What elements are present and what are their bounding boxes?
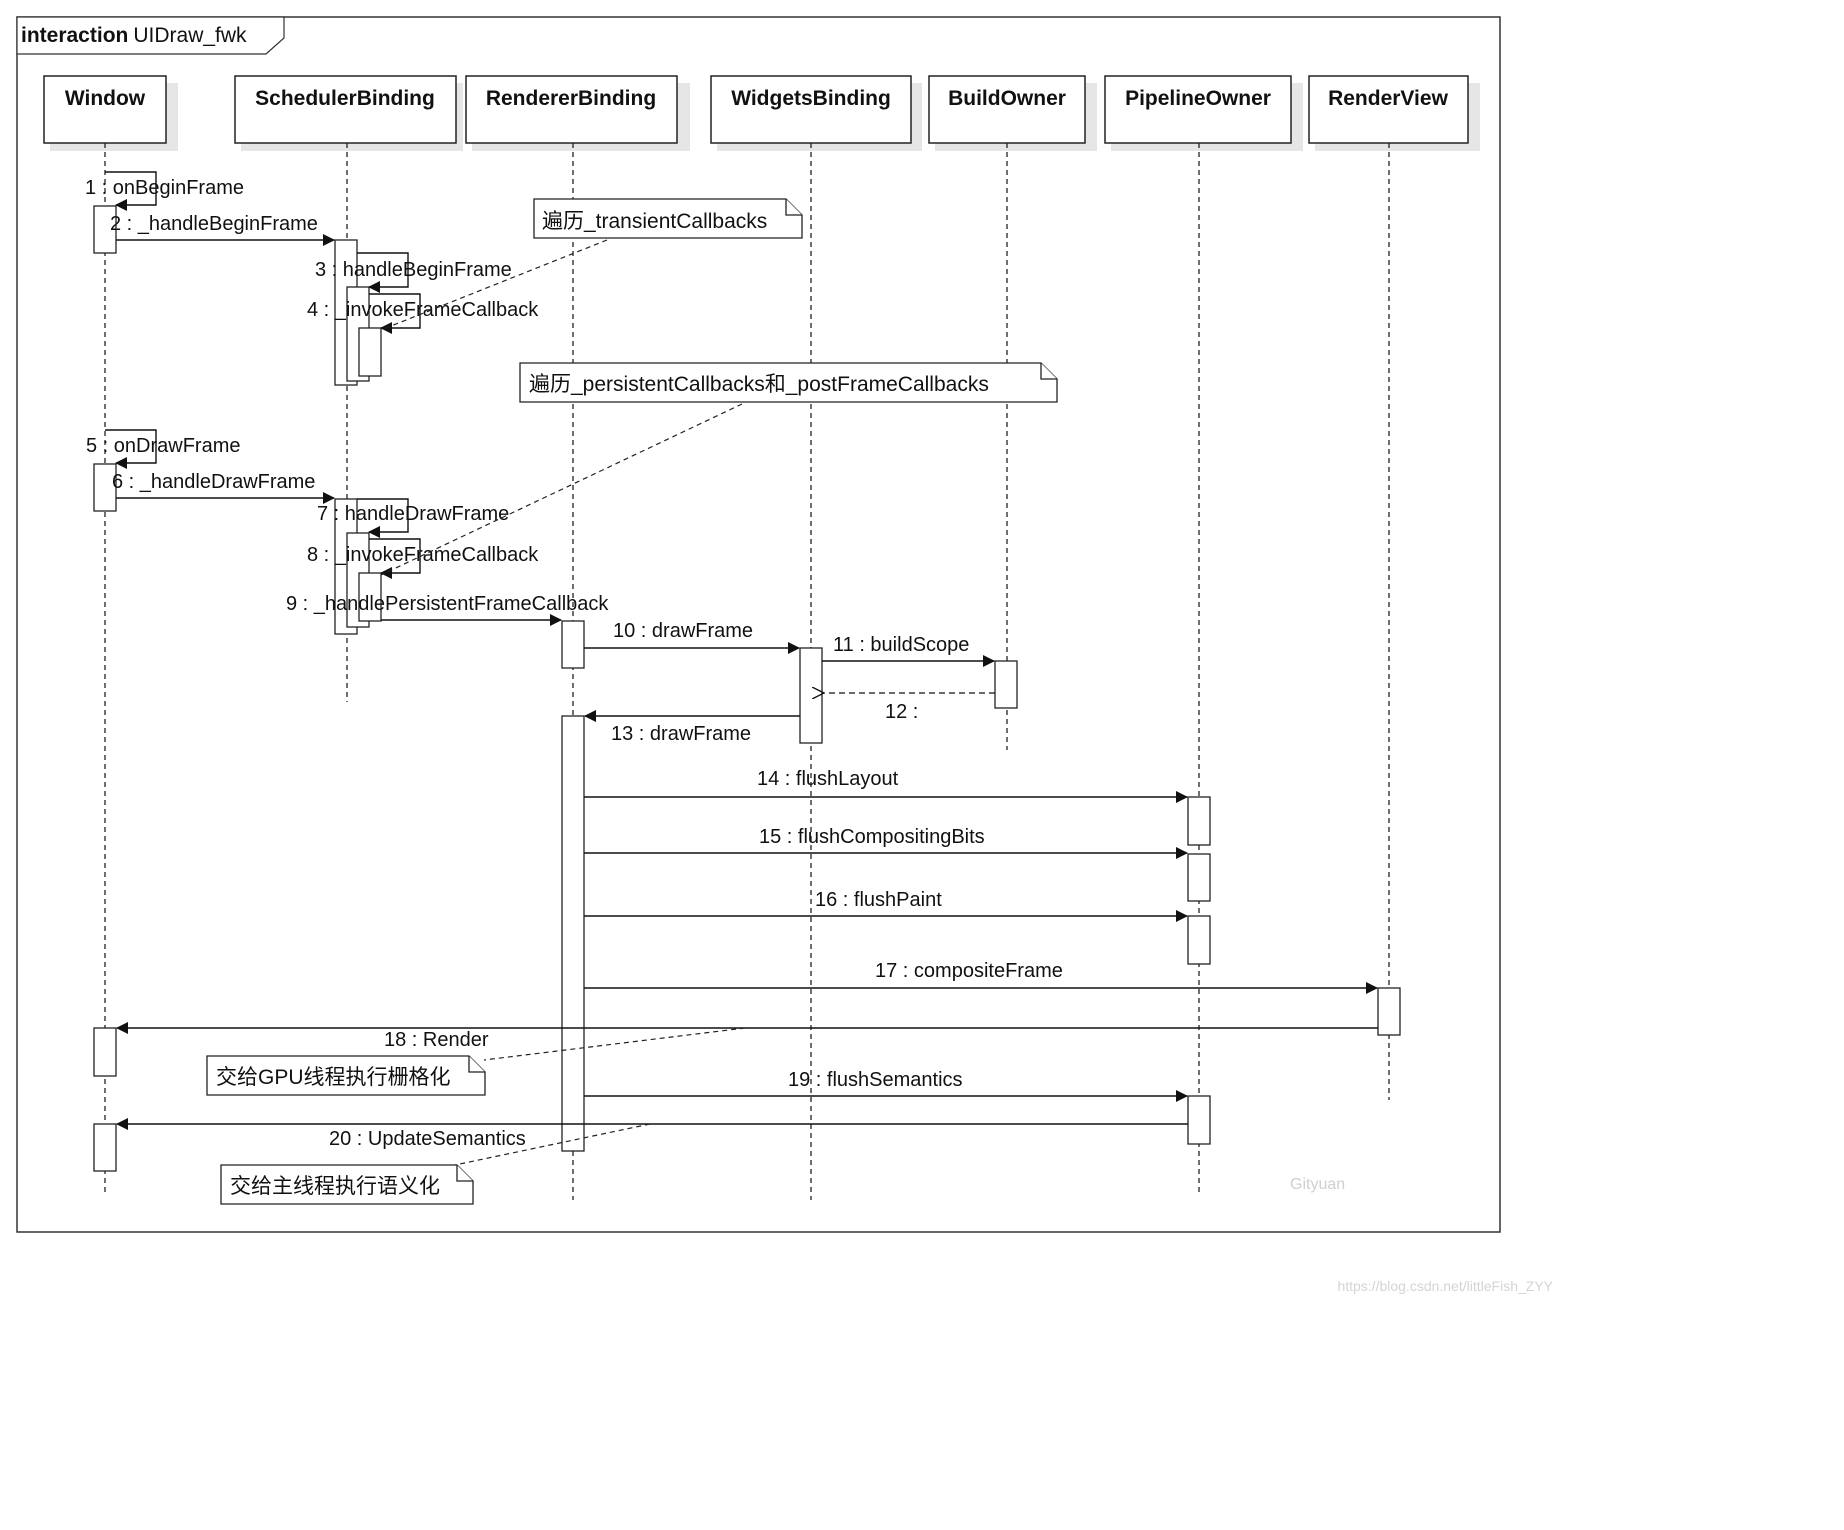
message-20[interactable]: 20 : UpdateSemantics [116, 1118, 1188, 1150]
lifeline-head-widgets-binding[interactable]: WidgetsBinding [710, 75, 922, 151]
activation-scheduler-2c [358, 572, 382, 622]
lifeline-name-renderer-binding: RendererBinding [486, 87, 656, 110]
activation-pipeline-4 [1187, 1095, 1211, 1145]
message-20-label: 20 : UpdateSemantics [329, 1128, 526, 1150]
note-main-semantics[interactable]: 交给主线程执行语义化 [220, 1164, 474, 1205]
frame-keyword: interaction [21, 24, 128, 47]
message-16-label: 16 : flushPaint [815, 889, 942, 911]
message-4[interactable]: 4 : _invokeFrameCallback [307, 293, 539, 334]
message-9[interactable]: 9 : _handlePersistentFrameCallback [286, 593, 609, 626]
message-14-label: 14 : flushLayout [757, 768, 899, 790]
message-3[interactable]: 3 : handleBeginFrame [315, 252, 512, 293]
message-10[interactable]: 10 : drawFrame [584, 620, 800, 654]
message-13[interactable]: 13 : drawFrame [584, 710, 800, 745]
message-16[interactable]: 16 : flushPaint [584, 889, 1188, 922]
message-2-label: 2 : _handleBeginFrame [110, 213, 318, 235]
message-12-label: 12 : [885, 701, 918, 723]
message-7-label: 7 : handleDrawFrame [317, 503, 509, 525]
message-15-label: 15 : flushCompositingBits [759, 826, 985, 848]
frame-tag [16, 16, 285, 55]
message-13-label: 13 : drawFrame [611, 723, 751, 745]
lifeline-name-window: Window [65, 87, 146, 110]
activation-renderer-2 [561, 715, 585, 1152]
frame-name: UIDraw_fwk [133, 24, 247, 47]
note-anchor-persistent [380, 403, 743, 576]
watermark-source: https://blog.csdn.net/littleFish_ZYY [1337, 1278, 1553, 1294]
activation-build-owner [994, 660, 1018, 709]
note-transient-callbacks[interactable]: 遍历_transientCallbacks [533, 198, 803, 239]
message-5[interactable]: 5 : onDrawFrame [86, 429, 241, 469]
activation-render-view [1377, 987, 1401, 1036]
lifeline-head-pipeline-owner[interactable]: PipelineOwner [1104, 75, 1303, 151]
message-18[interactable]: 18 : Render [116, 1022, 1378, 1051]
message-12-return[interactable]: 12 : [823, 693, 995, 723]
message-6[interactable]: 6 : _handleDrawFrame [112, 471, 335, 504]
note-persistent-text: 遍历_persistentCallbacks和_postFrameCallbac… [529, 373, 989, 396]
lifeline-head-window[interactable]: Window [43, 75, 178, 151]
lifeline-head-build-owner[interactable]: BuildOwner [928, 75, 1097, 151]
watermark-author: Gityuan [1290, 1176, 1345, 1193]
activation-window-2 [93, 463, 117, 512]
message-2[interactable]: 2 : _handleBeginFrame [110, 213, 335, 246]
activation-window-3 [93, 1027, 117, 1077]
message-18-label: 18 : Render [384, 1029, 489, 1051]
message-6-label: 6 : _handleDrawFrame [112, 471, 315, 493]
message-11[interactable]: 11 : buildScope [822, 634, 995, 667]
activation-widgets [799, 647, 823, 744]
note-persistent-callbacks[interactable]: 遍历_persistentCallbacks和_postFrameCallbac… [519, 362, 1058, 403]
message-17[interactable]: 17 : compositeFrame [584, 960, 1378, 994]
note-anchor-gpu [483, 1027, 746, 1061]
message-17-label: 17 : compositeFrame [875, 960, 1063, 982]
message-1[interactable]: 1 : onBeginFrame [85, 171, 244, 211]
message-7[interactable]: 7 : handleDrawFrame [317, 498, 509, 538]
activation-pipeline-2 [1187, 853, 1211, 902]
activation-pipeline-3 [1187, 915, 1211, 965]
activation-scheduler-1c [358, 327, 382, 377]
note-semantics-text: 交给主线程执行语义化 [230, 1175, 440, 1198]
note-gpu-rasterize[interactable]: 交给GPU线程执行栅格化 [206, 1055, 486, 1096]
lifeline-name-widgets-binding: WidgetsBinding [731, 87, 891, 110]
lifeline-name-scheduler-binding: SchedulerBinding [255, 87, 435, 110]
activation-window-1 [93, 205, 117, 254]
message-15[interactable]: 15 : flushCompositingBits [584, 826, 1188, 859]
message-10-label: 10 : drawFrame [613, 620, 753, 642]
lifeline-head-render-view[interactable]: RenderView [1308, 75, 1480, 151]
lifeline-head-renderer-binding[interactable]: RendererBinding [465, 75, 690, 151]
message-5-label: 5 : onDrawFrame [86, 435, 241, 457]
lifeline-name-render-view: RenderView [1328, 87, 1448, 110]
message-3-label: 3 : handleBeginFrame [315, 259, 512, 281]
activation-pipeline-1 [1187, 796, 1211, 846]
note-gpu-text: 交给GPU线程执行栅格化 [216, 1066, 451, 1089]
message-4-label: 4 : _invokeFrameCallback [307, 299, 539, 321]
message-1-label: 1 : onBeginFrame [85, 177, 244, 199]
activation-renderer-1 [561, 620, 585, 669]
message-19-label: 19 : flushSemantics [788, 1069, 963, 1091]
message-14[interactable]: 14 : flushLayout [584, 768, 1188, 803]
message-9-label: 9 : _handlePersistentFrameCallback [286, 593, 609, 615]
activation-window-4 [93, 1123, 117, 1172]
interaction-frame [16, 16, 1501, 1233]
message-11-label: 11 : buildScope [833, 634, 969, 656]
note-anchor-semantics [454, 1123, 651, 1166]
message-19[interactable]: 19 : flushSemantics [584, 1069, 1188, 1102]
lifeline-name-build-owner: BuildOwner [948, 87, 1066, 110]
note-anchor-transient [380, 239, 608, 331]
lifeline-name-pipeline-owner: PipelineOwner [1125, 87, 1271, 110]
lifeline-head-scheduler-binding[interactable]: SchedulerBinding [234, 75, 463, 151]
note-transient-text: 遍历_transientCallbacks [542, 210, 767, 233]
